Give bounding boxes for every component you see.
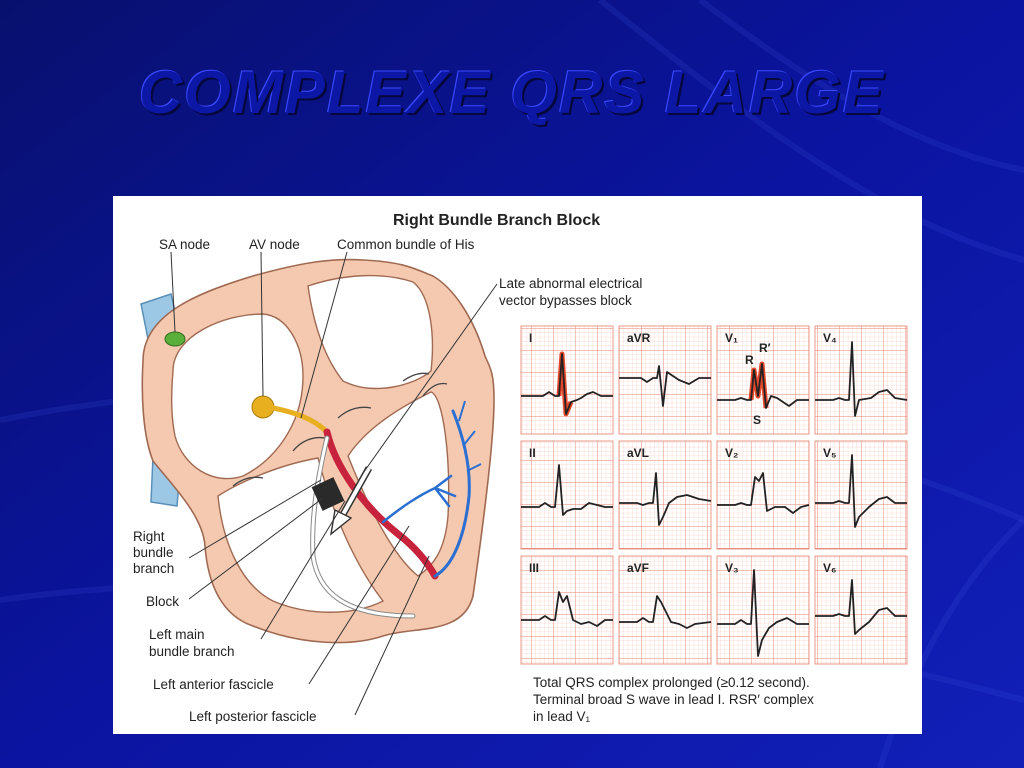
figure-title: Right Bundle Branch Block [393,212,600,229]
rbbb-diagram: Right Bundle Branch Block [133,212,908,724]
bundle-of-his [270,405,330,435]
ecg-trace [717,472,810,514]
ecg-lead-panel: V₁ R R′ S [716,325,810,435]
ecg-panel-grid [814,440,908,550]
left-anterior-fascicle [381,474,457,524]
label-his: Common bundle of His [337,237,475,252]
label-block: Block [146,594,179,609]
ecg-lead-panel: II [520,440,614,550]
label-rbb-2: bundle [133,545,174,560]
heart-illustration [140,258,495,644]
rbbb-figure: Right Bundle Branch Block [113,196,922,734]
ecg-trace [815,579,907,635]
ecg-lead-panel: aVL [618,440,712,550]
ecg-lead-panel: V₄ [814,325,908,435]
ecg-trace [521,464,613,516]
ecg-trace [619,365,711,407]
label-av-node: AV node [249,237,300,252]
ecg-trace [619,472,712,526]
av-node [251,395,275,419]
ecg-panel-grid [618,440,712,550]
ecg-trace [717,363,809,409]
ecg-lead-label: aVL [627,446,649,460]
caption-line-1: Total QRS complex prolonged (≥0.12 secon… [533,675,810,690]
ecg-panel-grid [520,325,614,435]
label-lmbb-1: Left main [149,627,205,642]
ecg-trace [815,341,908,417]
left-posterior-fascicle [433,409,471,578]
ecg-trace [521,591,613,627]
ecg-trace [521,353,613,415]
ecg-lead-panel: V₂ [716,440,810,550]
leader-lines [170,251,498,716]
ecg-lead-label: V₁ [725,331,738,345]
label-lmbb-2: bundle branch [149,644,235,659]
ecg-trace [717,569,809,657]
ecg-lead-panel: aVF [618,555,712,665]
ecg-panel-grid [716,555,810,665]
ecg-panel-grid [520,440,614,550]
v1-r-prime-label: R′ [759,341,771,355]
ecg-lead-label: V₂ [725,446,738,460]
ecg-trace [619,595,712,629]
right-atrium-cavity [170,313,304,480]
ecg-panel-grid [814,325,908,435]
right-ventricle-cavity [217,457,385,613]
ecg-lead-label: V₄ [823,331,837,345]
ecg-lead-panel: III [520,555,614,665]
ecg-lead-label: aVF [627,561,649,575]
ecg-panel-grid [716,440,810,550]
label-rbb-1: Right [133,529,165,544]
ecg-panel-grid [520,555,614,665]
label-lpf: Left posterior fascicle [189,709,317,724]
left-ventricle-cavity [347,391,450,577]
sa-node [164,331,186,347]
ecg-lead-label: III [529,561,539,575]
label-rbb-3: branch [133,561,174,576]
bundle-block [311,477,345,511]
left-bundle-branch [323,428,439,580]
label-sa-node: SA node [159,237,210,252]
caption-line-2: Terminal broad S wave in lead I. RSR′ co… [533,692,814,707]
ecg-lead-label: V₃ [725,561,739,575]
ecg-lead-label: V₅ [823,446,837,460]
v1-s-label: S [753,413,761,427]
ecg-lead-panel: V₃ [716,555,810,665]
ecg-lead-label: II [529,446,536,460]
ecg-lead-panel: V₆ [814,555,908,665]
label-late-vector-2: vector bypasses block [499,293,632,308]
left-atrium-cavity [307,274,434,389]
ecg-lead-panel: aVR [618,325,712,435]
ecg-trace [815,454,907,528]
v1-r-label: R [745,353,754,367]
label-laf: Left anterior fascicle [153,677,274,692]
ecg-lead-panel: I [520,325,614,435]
ecg-lead-panel: V₅ [814,440,908,550]
caption-line-3: in lead V₁ [533,709,591,724]
ecg-panel-grid [814,555,908,665]
ecg-lead-label: V₆ [823,561,836,575]
ecg-lead-label: aVR [627,331,651,345]
ecg-lead-label: I [529,331,532,345]
label-late-vector-1: Late abnormal electrical [499,276,642,291]
slide-title: COMPLEXE QRS LARGE [138,59,886,126]
